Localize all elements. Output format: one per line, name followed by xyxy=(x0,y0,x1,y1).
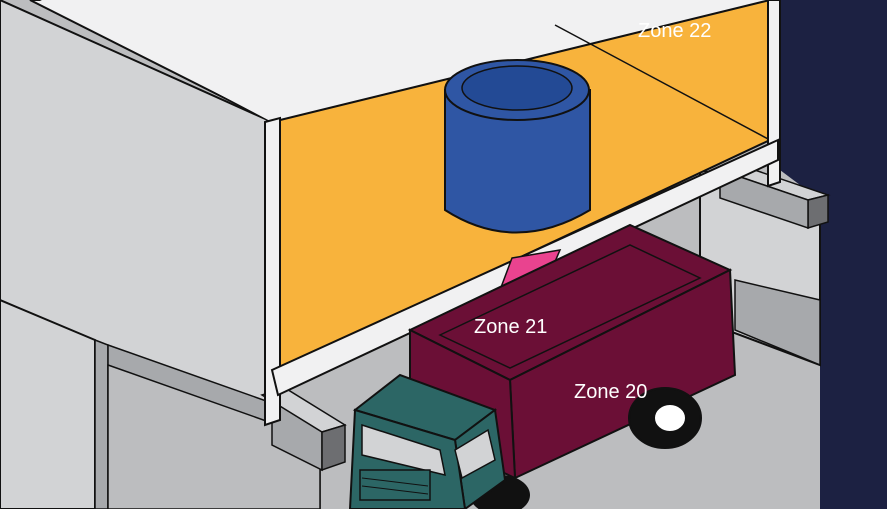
left-column xyxy=(94,338,109,510)
exterior-night xyxy=(780,0,887,509)
zone21-label: Zone 21 xyxy=(474,316,547,338)
front-post xyxy=(264,116,281,427)
left-beam-front xyxy=(321,423,346,472)
truck-grille-line-1 xyxy=(361,477,429,487)
truck-rear-wheel-hub xyxy=(653,403,687,433)
right-wall-shade xyxy=(734,279,821,367)
top-slab-surface xyxy=(40,0,775,122)
zone22-label: Zone 22 xyxy=(638,20,711,42)
silo-body xyxy=(444,89,591,234)
truck-grille-line-2 xyxy=(361,485,429,495)
truck-bed-floor-line xyxy=(438,244,702,369)
right-beam-front xyxy=(807,194,829,230)
truck-side-window xyxy=(454,428,496,480)
zone20-label: Zone 20 xyxy=(574,381,647,403)
truck-windshield xyxy=(361,423,446,477)
zone22-ceiling-line xyxy=(554,24,771,141)
right-beam-side xyxy=(719,168,809,230)
silo-opening xyxy=(461,65,573,111)
